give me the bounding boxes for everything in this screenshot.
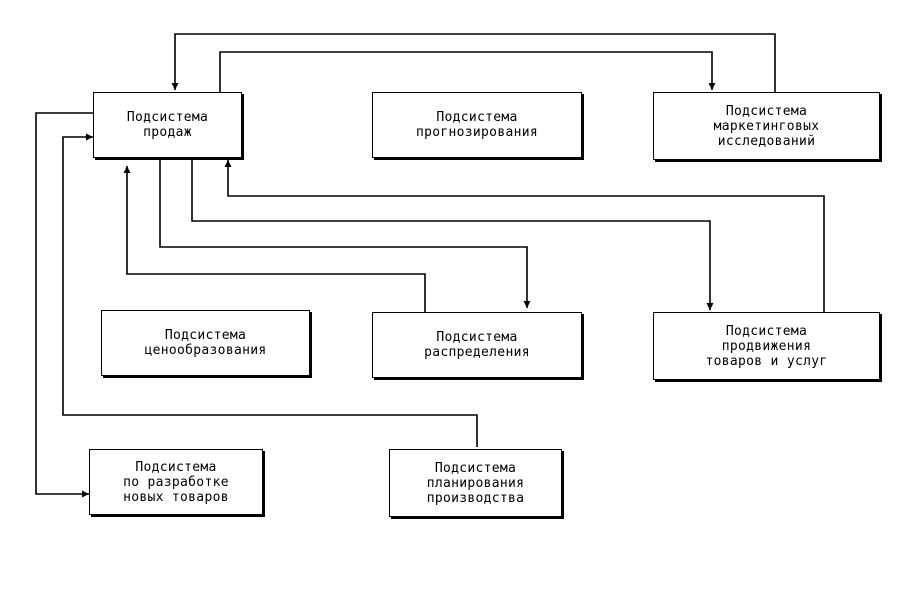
- arrow-marketing-to-sales: [171, 33, 776, 92]
- box-distribution-line-2: распределения: [424, 345, 530, 360]
- box-marketing-research-subsystem: Подсистема маркетинговых исследований: [653, 92, 880, 160]
- box-pricing-line-1: Подсистема: [164, 328, 247, 343]
- box-sales-line-1: Подсистема: [126, 110, 209, 125]
- arrow-sales-to-promotion: [191, 158, 714, 310]
- box-forecasting-subsystem: Подсистема прогнозирования: [372, 92, 582, 158]
- box-sales-subsystem: Подсистема продаж: [93, 92, 242, 158]
- arrow-sales-to-distribution: [159, 158, 531, 308]
- box-distribution-line-1: Подсистема: [436, 330, 518, 345]
- box-pricing-subsystem: Подсистема ценообразования: [101, 310, 310, 376]
- box-forecasting-line-2: прогнозирования: [416, 125, 538, 140]
- box-marketing-line-1: Подсистема: [725, 103, 808, 119]
- box-marketing-line-3: исследований: [717, 133, 816, 149]
- box-promotion-line-2: продвижения: [721, 338, 812, 354]
- box-pricing-line-2: ценообразования: [144, 343, 267, 358]
- arrow-sales-to-newproducts: [35, 112, 93, 498]
- box-production-planning-subsystem: Подсистема планирования производства: [389, 449, 562, 517]
- box-production-line-2: планирования: [426, 475, 525, 491]
- box-forecasting-line-1: Подсистема: [436, 110, 518, 125]
- box-newproducts-line-3: новых товаров: [123, 489, 229, 505]
- box-promotion-subsystem: Подсистема продвижения товаров и услуг: [653, 312, 880, 380]
- box-promotion-line-1: Подсистема: [725, 323, 808, 339]
- box-sales-line-2: продаж: [143, 125, 192, 140]
- arrow-sales-to-marketing: [219, 51, 716, 92]
- box-new-products-subsystem: Подсистема по разработке новых товаров: [89, 449, 263, 515]
- box-production-line-1: Подсистема: [434, 460, 517, 476]
- box-distribution-subsystem: Подсистема распределения: [372, 312, 582, 378]
- box-newproducts-line-2: по разработке: [123, 474, 229, 490]
- box-newproducts-line-1: Подсистема: [135, 459, 217, 475]
- box-promotion-line-3: товаров и услуг: [705, 353, 828, 369]
- arrow-promotion-to-sales: [224, 160, 825, 312]
- box-production-line-3: производства: [426, 490, 525, 506]
- arrow-distribution-to-sales: [123, 166, 426, 312]
- arrow-production-to-sales: [62, 133, 478, 447]
- box-marketing-line-2: маркетинговых: [713, 118, 820, 134]
